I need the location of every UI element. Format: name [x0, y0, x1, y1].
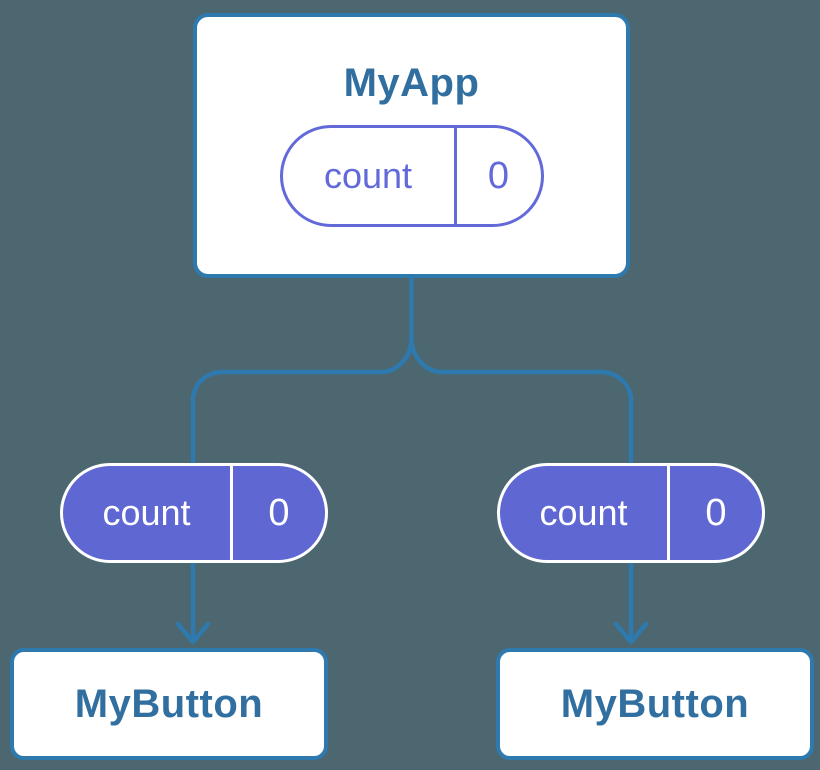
root-component-title: MyApp: [343, 61, 480, 105]
left-child-component-title: MyButton: [74, 682, 264, 726]
root-state-pill: count 0: [279, 125, 544, 227]
right-branch-connector: [409, 338, 634, 639]
left-arrowhead-icon: [175, 621, 211, 645]
root-component-card: MyApp count 0: [193, 13, 630, 278]
right-arrowhead-icon: [613, 621, 649, 645]
root-state-name: count: [283, 128, 457, 224]
right-child-state-name: count: [500, 466, 670, 560]
left-child-state-name: count: [63, 466, 233, 560]
right-child-state-value: 0: [705, 492, 727, 534]
right-child-state-pill: count 0: [497, 463, 765, 563]
right-child-component-title: MyButton: [560, 682, 750, 726]
left-child-state-value: 0: [268, 492, 290, 534]
right-child-component-card: MyButton: [496, 648, 814, 760]
left-branch-connector: [190, 338, 414, 639]
left-child-state-pill: count 0: [60, 463, 328, 563]
left-child-component-card: MyButton: [10, 648, 328, 760]
root-state-value: 0: [487, 155, 510, 197]
